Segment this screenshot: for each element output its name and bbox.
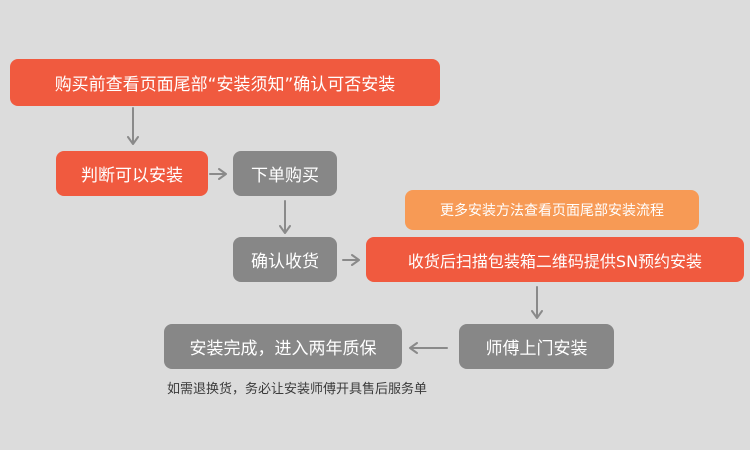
step-check-install-notice: 购买前查看页面尾部“安装须知”确认可否安装: [10, 59, 440, 106]
step-technician-visit: 师傅上门安装: [459, 324, 614, 369]
step-scan-qr-book-install: 收货后扫描包装箱二维码提供SN预约安装: [366, 237, 744, 282]
return-exchange-note: 如需退换货，务必让安装师傅开具售后服务单: [167, 382, 428, 397]
step-place-order: 下单购买: [233, 151, 337, 196]
step-confirm-receipt: 确认收货: [233, 237, 337, 282]
step-install-complete-warranty: 安装完成，进入两年质保: [164, 324, 402, 369]
step-more-install-methods: 更多安装方法查看页面尾部安装流程: [405, 190, 699, 230]
step-judge-installable: 判断可以安装: [56, 151, 208, 196]
